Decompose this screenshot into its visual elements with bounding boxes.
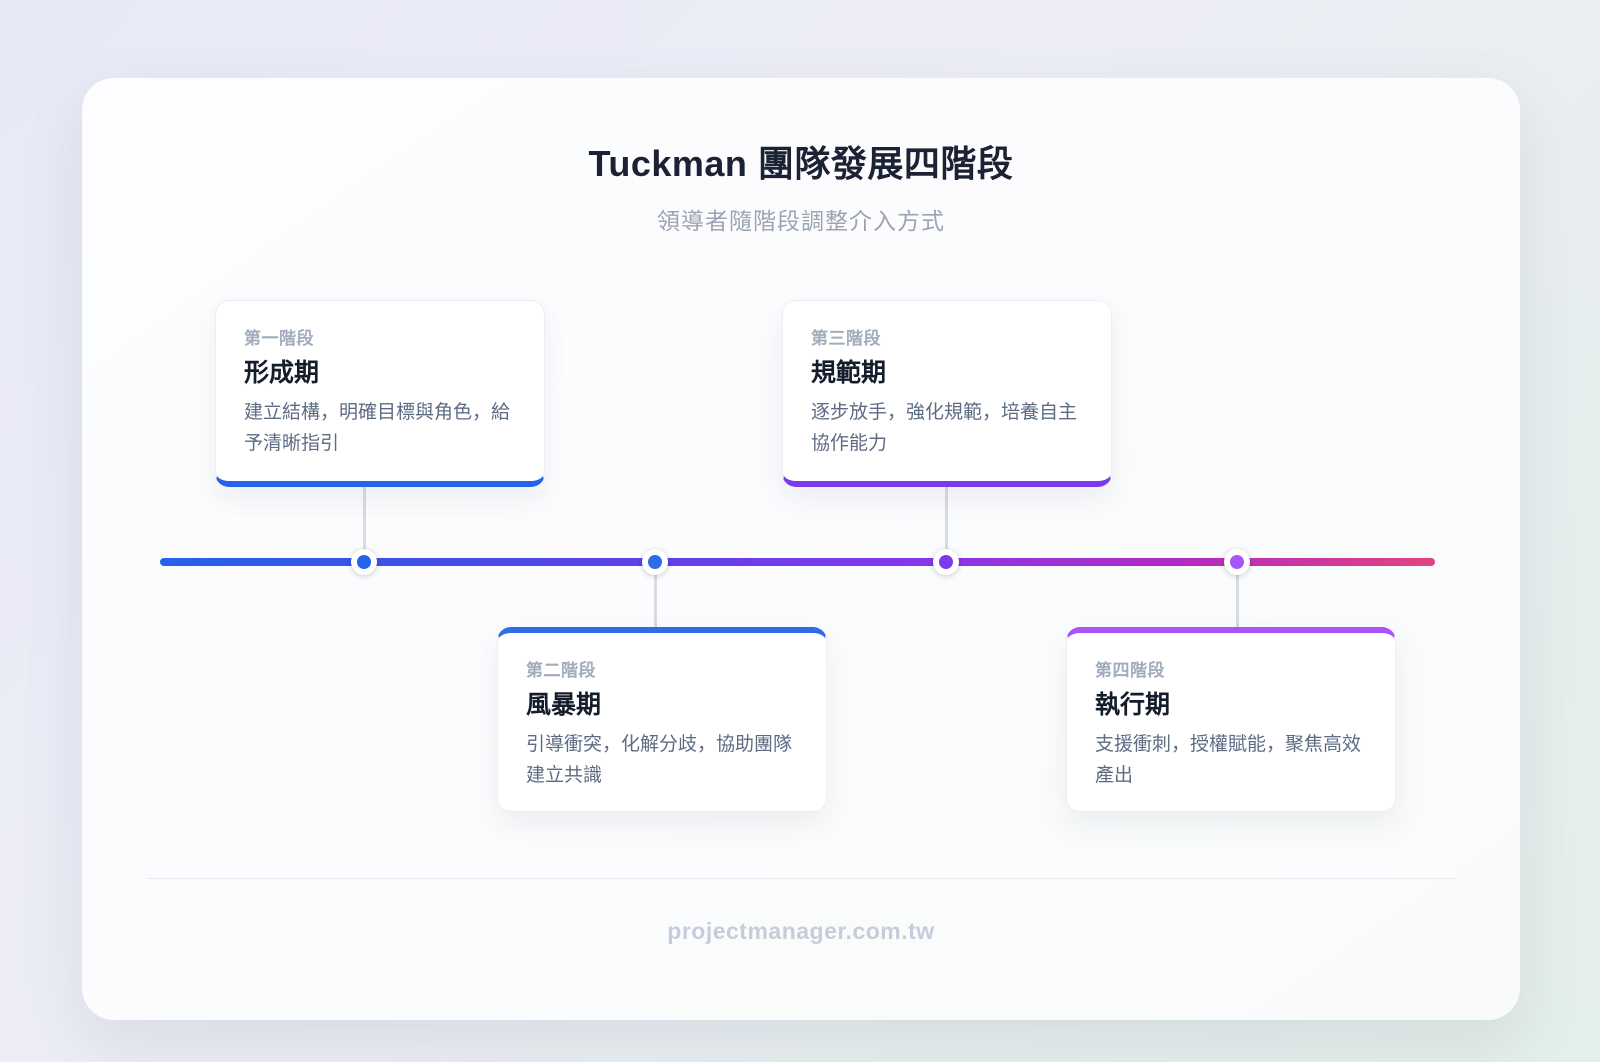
timeline-dot-stage-2 [642, 549, 668, 575]
stage-card-1: 第一階段 形成期 建立結構，明確目標與角色，給予清晰指引 [215, 300, 545, 487]
timeline-dot-inner [357, 555, 371, 569]
stage-description: 支援衝刺，授權賦能，聚焦高效產出 [1095, 734, 1362, 786]
timeline-dot-stage-1 [351, 549, 377, 575]
stage-card-2: 第二階段 風暴期 引導衝突，化解分歧，協助團隊建立共識 [497, 627, 827, 812]
timeline-diagram: 第一階段 形成期 建立結構，明確目標與角色，給予清晰指引 第二階段 風暴期 引導… [82, 78, 1520, 1020]
stage-label: 第三階段 [811, 329, 881, 348]
timeline-dot-stage-3 [933, 549, 959, 575]
stage-name: 風暴期 [526, 691, 602, 719]
timeline-dot-stage-4 [1224, 549, 1250, 575]
stage-label: 第二階段 [526, 661, 596, 680]
stage-label: 第一階段 [244, 329, 314, 348]
timeline-dot-inner [939, 555, 953, 569]
page-subtitle: 領導者隨階段調整介入方式 [657, 208, 945, 234]
stage-name: 執行期 [1095, 691, 1171, 719]
stage-description: 逐步放手，強化規範，培養自主協作能力 [811, 402, 1078, 454]
connector-stage-2 [654, 562, 657, 627]
timeline-dot-inner [648, 555, 662, 569]
connector-stage-3 [945, 486, 948, 562]
stage-label: 第四階段 [1095, 661, 1165, 680]
stage-name: 規範期 [811, 359, 887, 387]
main-panel: Tuckman 團隊發展四階段 領導者隨階段調整介入方式 [82, 78, 1520, 1020]
connector-stage-1 [363, 486, 366, 562]
connector-stage-4 [1236, 562, 1239, 627]
footer-watermark: projectmanager.com.tw [667, 918, 935, 944]
timeline-dot-inner [1230, 555, 1244, 569]
stage-description: 建立結構，明確目標與角色，給予清晰指引 [244, 402, 511, 454]
page-title: Tuckman 團隊發展四階段 [588, 143, 1014, 184]
stage-name: 形成期 [244, 359, 320, 387]
footer-divider [146, 878, 1456, 879]
stage-card-4: 第四階段 執行期 支援衝刺，授權賦能，聚焦高效產出 [1066, 627, 1396, 812]
timeline-bar [160, 558, 1435, 566]
stage-description: 引導衝突，化解分歧，協助團隊建立共識 [526, 734, 793, 786]
stage-card-3: 第三階段 規範期 逐步放手，強化規範，培養自主協作能力 [782, 300, 1112, 487]
